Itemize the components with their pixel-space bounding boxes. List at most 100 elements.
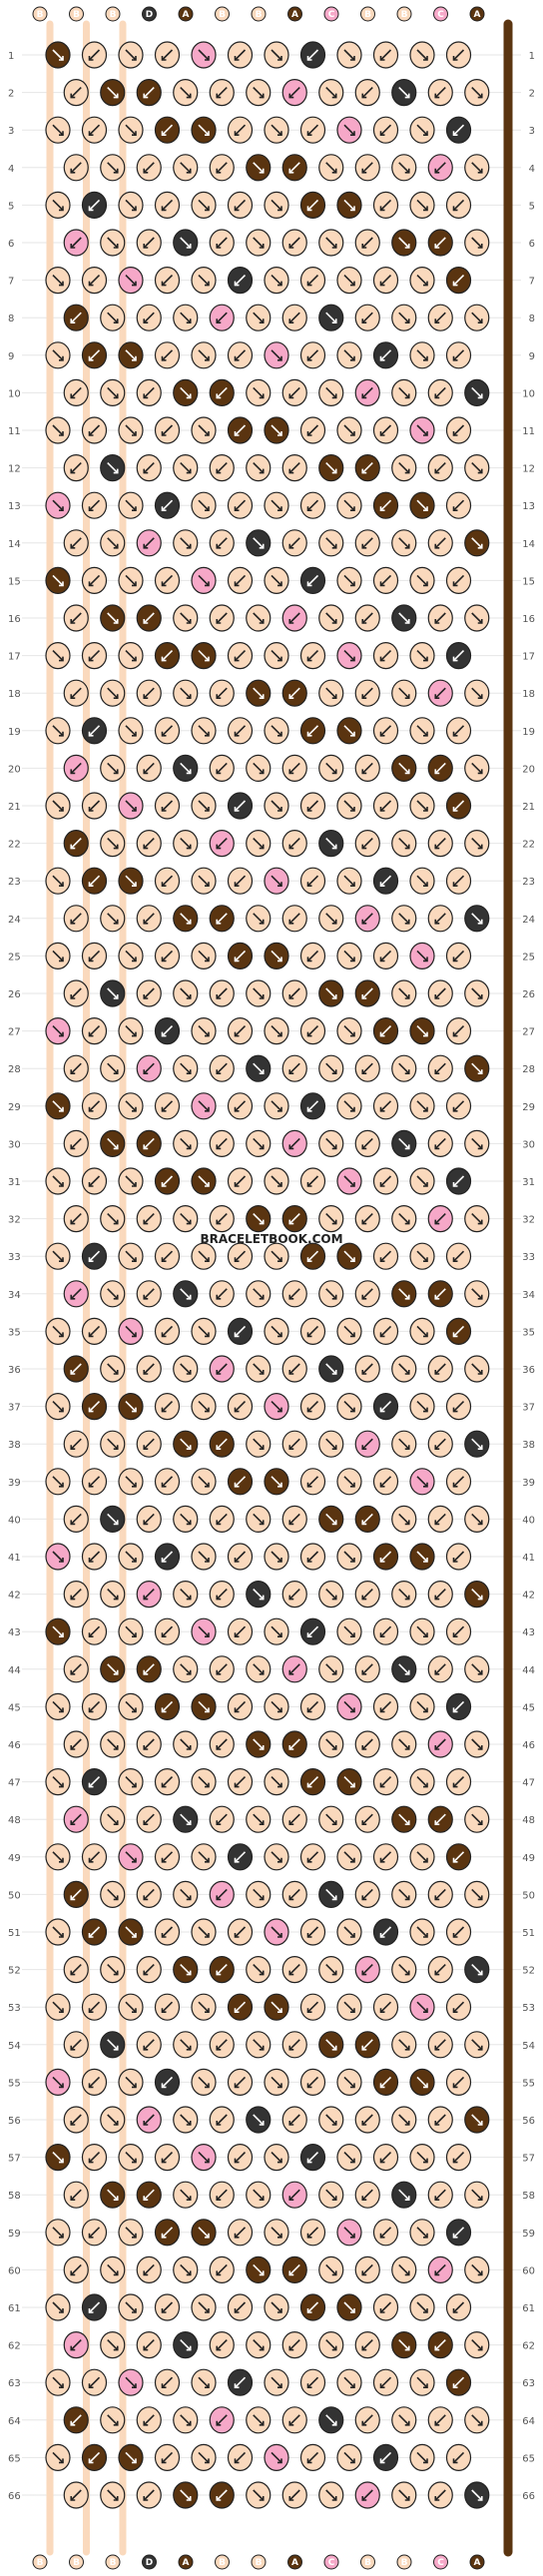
arrow-down-right-icon	[434, 2414, 446, 2426]
knot	[281, 679, 307, 707]
knot	[464, 2481, 490, 2509]
knot	[391, 1129, 417, 1158]
knot	[227, 942, 254, 970]
arrow-down-right-icon	[216, 1137, 228, 1149]
knot-layer	[45, 41, 490, 2509]
knot	[136, 2031, 162, 2059]
knot	[391, 1054, 417, 1082]
knot	[409, 1617, 435, 1645]
row-number-left: 7	[8, 277, 14, 288]
knot	[191, 416, 217, 444]
arrow-down-right-icon	[325, 687, 337, 699]
top-string-swatch	[287, 6, 302, 22]
knot	[281, 529, 307, 557]
top-string-swatch	[469, 6, 485, 22]
knot	[136, 1880, 162, 1909]
arrow-down-right-icon	[471, 462, 483, 474]
knot	[81, 1092, 108, 1120]
arrow-down-right-icon	[107, 1213, 119, 1225]
arrow-down-right-icon	[325, 237, 337, 249]
arrow-down-right-icon	[416, 499, 428, 511]
arrow-down-right-icon	[198, 124, 210, 136]
knot	[464, 529, 490, 557]
arrow-down-right-icon	[253, 1964, 265, 1976]
knot	[118, 41, 144, 69]
knot	[445, 191, 472, 219]
arrow-down-right-icon	[325, 1137, 337, 1149]
knot	[336, 1767, 362, 1796]
arrow-down-right-icon	[288, 2114, 300, 2126]
arrow-down-right-icon	[379, 1776, 392, 1788]
knot	[136, 1505, 162, 1534]
knot	[372, 1016, 399, 1045]
arrow-down-right-icon	[216, 162, 228, 174]
row-number-left: 29	[8, 1102, 21, 1113]
knot	[45, 1167, 71, 1195]
knot	[445, 267, 472, 295]
arrow-down-right-icon	[306, 1250, 319, 1262]
knot	[336, 1317, 362, 1346]
knot	[45, 1993, 71, 2021]
arrow-down-right-icon	[70, 687, 82, 699]
arrow-down-right-icon	[416, 2376, 428, 2388]
knot	[63, 905, 89, 933]
knot	[299, 2368, 326, 2396]
knot	[100, 1805, 126, 1833]
knot	[409, 566, 435, 595]
arrow-down-right-icon	[52, 1175, 64, 1187]
knot	[118, 867, 144, 895]
arrow-down-right-icon	[161, 1401, 174, 1413]
arrow-down-right-icon	[143, 1213, 155, 1225]
knot	[464, 304, 490, 331]
knot	[354, 979, 380, 1007]
knot	[318, 1054, 344, 1082]
knot	[264, 2368, 289, 2396]
arrow-down-right-icon	[434, 1137, 446, 1149]
arrow-down-right-icon	[325, 2189, 337, 2201]
arrow-down-right-icon	[325, 1513, 337, 1525]
arrow-down-right-icon	[234, 1551, 247, 1563]
knot	[191, 1617, 217, 1645]
row-number-right: 31	[522, 1177, 535, 1188]
knot	[154, 2144, 181, 2172]
knot	[246, 1730, 272, 1758]
knot	[173, 78, 199, 107]
arrow-down-right-icon	[343, 1100, 355, 1112]
knot	[100, 2481, 126, 2509]
arrow-down-right-icon	[306, 1700, 319, 1712]
arrow-down-right-icon	[361, 1663, 373, 1675]
knot	[464, 2331, 490, 2359]
arrow-down-right-icon	[107, 537, 119, 549]
arrow-down-right-icon	[398, 1438, 410, 1450]
arrow-down-right-icon	[70, 2414, 82, 2426]
knot	[173, 154, 199, 182]
arrow-down-right-icon	[234, 1250, 247, 1262]
knot	[281, 304, 307, 331]
bottom-string-letter: A	[291, 2558, 298, 2568]
knot	[246, 1805, 272, 1833]
arrow-down-right-icon	[452, 1476, 465, 1488]
knot	[246, 1280, 272, 1308]
arrow-down-right-icon	[234, 1776, 247, 1788]
knot	[81, 1167, 108, 1195]
knot	[45, 491, 71, 519]
knot	[391, 304, 417, 331]
knot	[464, 679, 490, 707]
knot	[264, 2443, 289, 2471]
row-number-right: 4	[529, 164, 535, 175]
arrow-down-right-icon	[180, 537, 192, 549]
knot	[409, 1767, 435, 1796]
arrow-down-right-icon	[52, 1401, 64, 1413]
arrow-down-right-icon	[234, 1625, 247, 1637]
knot	[427, 1054, 453, 1082]
row-number-right: 53	[522, 2003, 535, 2014]
arrow-down-right-icon	[180, 1513, 192, 1525]
arrow-down-right-icon	[198, 2076, 210, 2088]
knot	[246, 78, 272, 107]
arrow-down-right-icon	[198, 1100, 210, 1112]
knot	[299, 1167, 326, 1195]
arrow-down-right-icon	[125, 875, 137, 887]
arrow-down-right-icon	[271, 349, 282, 361]
knot	[281, 78, 307, 107]
